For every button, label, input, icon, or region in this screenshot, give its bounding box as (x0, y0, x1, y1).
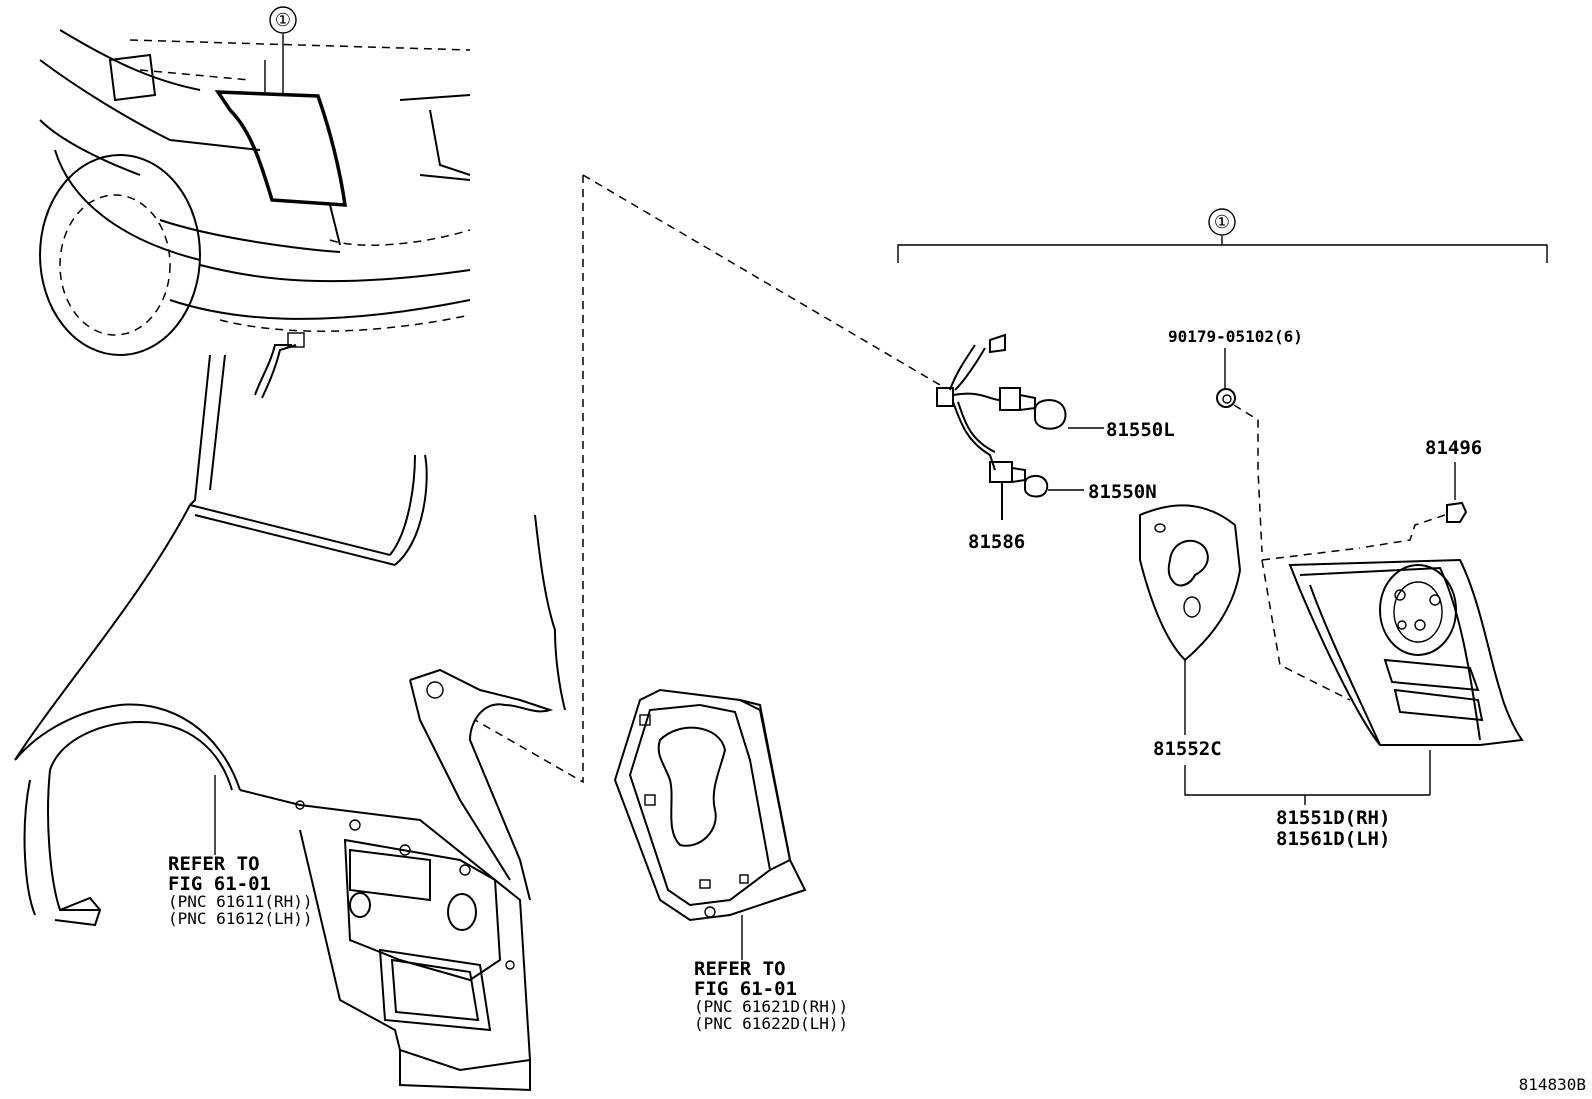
assembly-bracket-81551D (1184, 765, 1430, 805)
refer-left-line4: (PNC 61612(LH)) (168, 909, 313, 928)
refer-mid-line2: FIG 61-01 (694, 978, 797, 1000)
refer-mid-line3: (PNC 61621D(RH)) (694, 997, 848, 1016)
callout-1-label: ① (275, 10, 291, 31)
part-81552C: 81552C (1153, 738, 1222, 760)
part-81561D: 81561D(LH) (1276, 828, 1390, 850)
part-81496: 81496 (1425, 437, 1482, 459)
refer-mid-line1: REFER TO (694, 958, 786, 980)
callout-1-top-left: ① (269, 6, 297, 34)
assembly-bracket-1: ① (897, 208, 1548, 263)
refer-mid-block: REFER TO FIG 61-01 (PNC 61621D(RH)) (PNC… (694, 958, 848, 1033)
part-81551D: 81551D(RH) (1276, 807, 1390, 829)
part-81550N: 81550N (1088, 481, 1157, 503)
tail-lamp-assembly (1261, 547, 1524, 795)
gasket-81552C (1139, 504, 1242, 735)
clip-81496: 81496 (1359, 437, 1482, 549)
screw-90179: 90179-05102(6) (1168, 327, 1303, 553)
part-90179: 90179-05102(6) (1168, 327, 1303, 346)
refer-left-block: REFER TO FIG 61-01 (PNC 61611(RH)) (PNC … (168, 853, 313, 928)
refer-mid-line4: (PNC 61622D(LH)) (694, 1014, 848, 1033)
part-81550L: 81550L (1106, 419, 1175, 441)
refer-left-line1: REFER TO (168, 853, 260, 875)
vehicle-rear-view (39, 29, 471, 356)
projection-lines (474, 174, 941, 784)
rear-lamp-bracket (613, 688, 807, 922)
quarter-panel (14, 354, 566, 1092)
part-81586: 81586 (968, 531, 1025, 553)
socket-and-wire-assembly (254, 332, 1104, 520)
callout-1-right-label: ① (1214, 212, 1230, 233)
figure-id: 814830B (1519, 1075, 1586, 1094)
refer-left-line2: FIG 61-01 (168, 873, 271, 895)
refer-left-line3: (PNC 61611(RH)) (168, 892, 313, 911)
